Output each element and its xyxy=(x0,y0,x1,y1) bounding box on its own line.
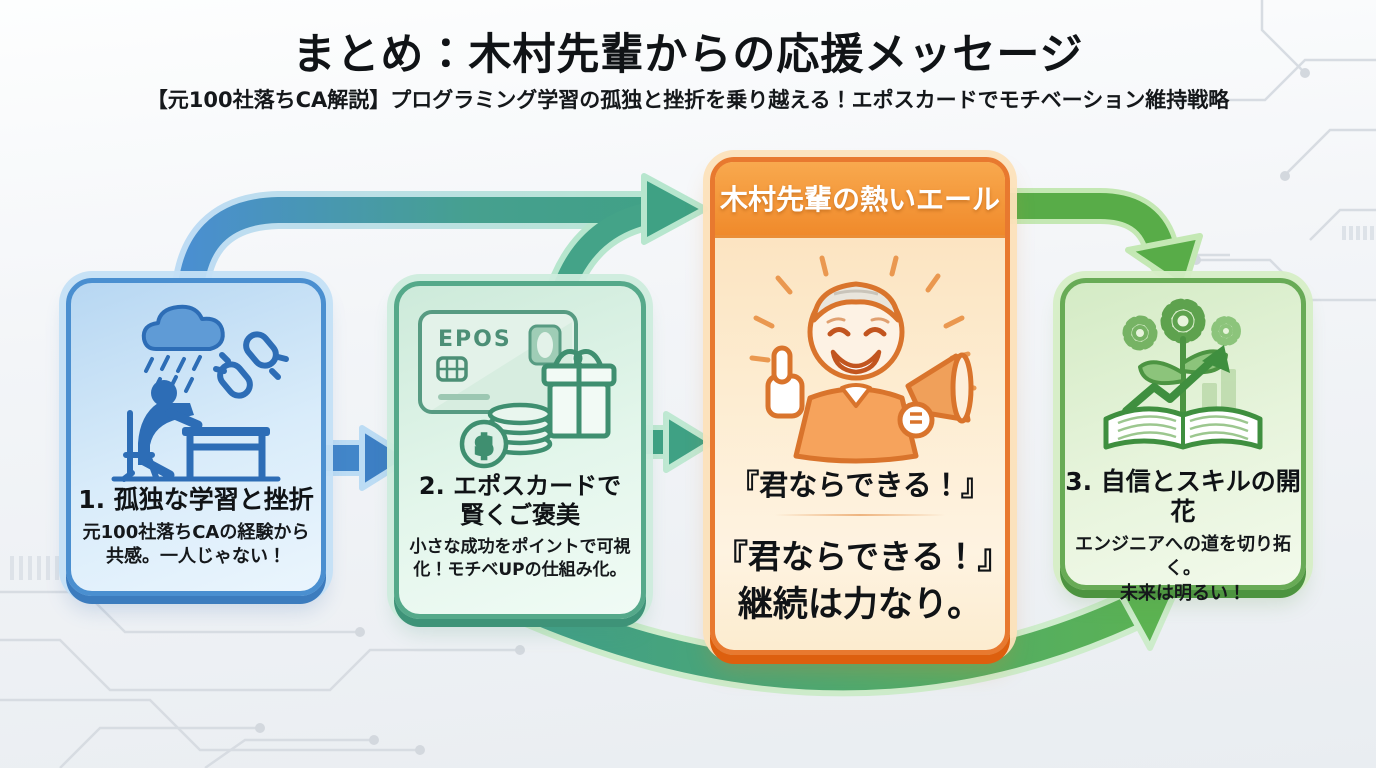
cheering-senior-megaphone-icon xyxy=(749,255,977,464)
epos-credit-card-icon: EPOS xyxy=(418,310,578,414)
page-subtitle: 【元100社落ちCA解説】プログラミング学習の孤独と挫折を乗り越える！エポスカー… xyxy=(146,88,1230,112)
studying-person-icon xyxy=(111,380,281,482)
step3-card: 3. 自信とスキルの開花 エンジニアへの道を切り拓く。 未来は明るい！ xyxy=(1060,278,1306,604)
step1-card: 1. 孤独な学習と挫折 元100社落ちCAの経験から 共感。一人じゃない！ xyxy=(66,278,326,596)
coin-stack-icon: $ xyxy=(459,402,553,469)
lonely-study-icon xyxy=(111,304,289,482)
step1-body: 元100社落ちCAの経験から 共感。一人じゃない！ xyxy=(82,522,310,568)
step2-body: 小さな成功をポイントで可視 化！モチベUPの仕組み化。 xyxy=(409,536,631,580)
megaphone-icon xyxy=(897,352,974,439)
bar-code-decoration-right xyxy=(1342,226,1374,240)
open-book-icon xyxy=(1103,406,1263,450)
step3-title: 3. 自信とスキルの開花 xyxy=(1065,467,1301,526)
cheer-quote1: 『君ならできる！』 xyxy=(730,468,990,502)
step3-body: エンジニアへの道を切り拓く。 未来は明るい！ xyxy=(1075,534,1291,604)
arrow-bottom-sweep xyxy=(477,569,1187,697)
step2-title: 2. エポスカードで 賢くご褒美 xyxy=(418,472,622,529)
rain-cloud-icon xyxy=(141,304,225,393)
senior-body xyxy=(793,383,919,464)
epos-card-gift-coins-icon: EPOS $ xyxy=(418,310,617,469)
arrow-step2-cheer xyxy=(627,411,715,473)
card-brand-label: EPOS xyxy=(438,327,512,352)
cheer-card: 木村先輩の熱いエール xyxy=(710,157,1010,655)
senior-face xyxy=(807,281,905,381)
dollar-symbol: $ xyxy=(475,431,493,461)
trend-arrow-icon xyxy=(1122,345,1230,415)
quote-divider xyxy=(775,514,945,516)
bar-code-decoration-left xyxy=(10,556,59,580)
page-title: まとめ：木村先輩からの応援メッセージ xyxy=(292,30,1084,80)
cheer-header: 木村先輩の熱いエール xyxy=(715,162,1005,238)
arrow-step1-step2 xyxy=(300,425,413,491)
growth-book-plant-icon xyxy=(1103,298,1263,450)
cheer-quote2-line2: 継続は力なり。 xyxy=(737,585,983,625)
thumbs-up-hand xyxy=(765,345,805,419)
cheer-quote2-line1: 『君ならできる！』 xyxy=(715,537,1011,576)
arrow-cheer-step3 xyxy=(988,188,1203,291)
broken-chain-icon xyxy=(213,331,289,399)
step1-title: 1. 孤独な学習と挫折 xyxy=(78,485,314,514)
step2-card: EPOS $ 2. エポスカー xyxy=(394,281,646,619)
gift-box-icon xyxy=(541,349,617,439)
